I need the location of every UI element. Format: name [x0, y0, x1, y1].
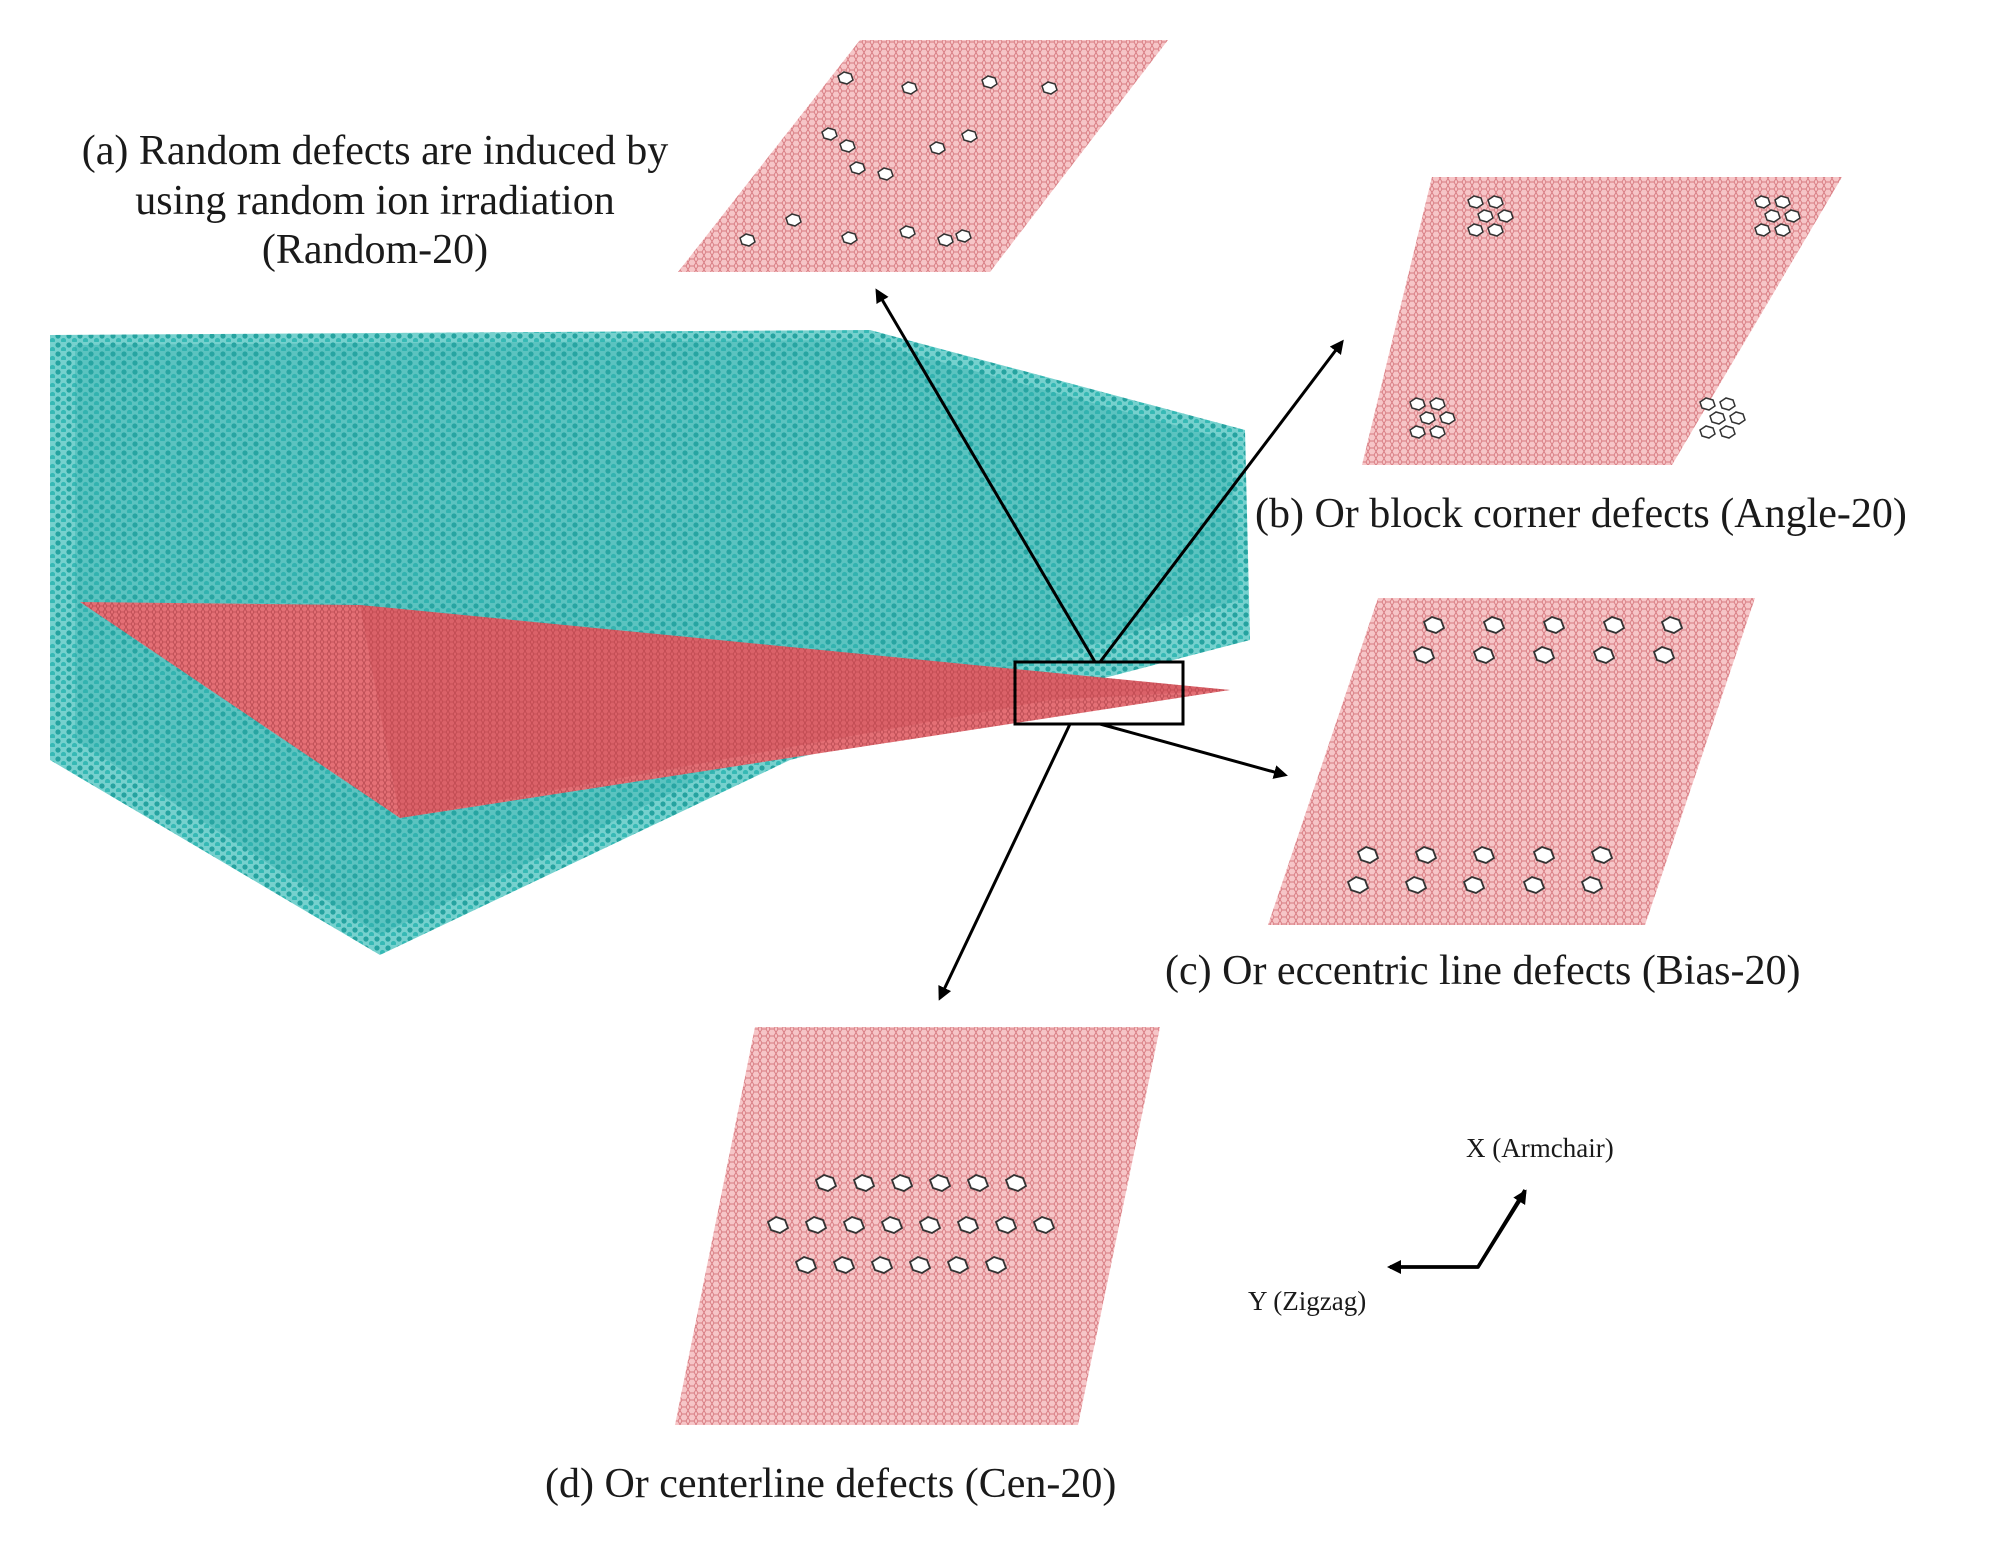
arrow-a	[875, 288, 1097, 663]
axis-lines	[1390, 1189, 1527, 1269]
label-a-line1: (a) Random defects are induced by	[81, 128, 669, 174]
sheet-bias	[1268, 598, 1755, 925]
label-b: (b) Or block corner defects (Angle-20)	[1255, 491, 1907, 537]
label-c: (c) Or eccentric line defects (Bias-20)	[1165, 948, 1801, 994]
label-d: (d) Or centerline defects (Cen-20)	[545, 1461, 1117, 1507]
label-a-line3: (Random-20)	[261, 227, 489, 274]
sheet-centerline	[675, 1027, 1160, 1425]
axis-x-arrow	[1476, 1189, 1527, 1268]
axis-x-label: X (Armchair)	[1466, 1133, 1614, 1163]
arrows	[875, 288, 1344, 1001]
label-a-line2: using random ion irradiation	[135, 177, 615, 224]
axis-y-label: Y (Zigzag)	[1248, 1286, 1367, 1316]
sheet-random	[678, 40, 1168, 272]
sheet-angle	[1362, 177, 1842, 465]
selection-box	[1013, 660, 1185, 726]
arrow-b	[1098, 339, 1344, 663]
coordinate-axes	[1387, 1189, 1527, 1274]
graphene-sheet	[80, 602, 1230, 818]
arrow-d	[938, 723, 1072, 1001]
label-a: (a) Random defects are induced by using …	[45, 127, 705, 276]
arrow-c	[1099, 722, 1288, 779]
